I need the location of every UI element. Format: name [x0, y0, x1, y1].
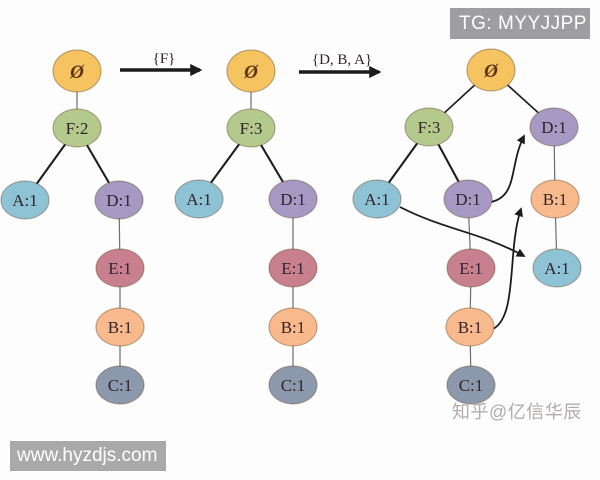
node-b-label: B:1 [281, 318, 306, 337]
node-f [52, 108, 102, 148]
transition-2: {D, B, A} [299, 52, 382, 79]
node-d-label: D:1 [280, 190, 306, 209]
node-b [95, 307, 145, 347]
tree-step3-node-links [399, 134, 526, 330]
website-watermark: www.hyzdjs.com [10, 441, 166, 471]
node-d [94, 180, 144, 220]
node-b-label: B:1 [108, 318, 133, 337]
node-a2 [532, 248, 582, 288]
node-root-label: Ø [69, 62, 85, 83]
node-c [95, 365, 145, 405]
node-root-label: Ø [243, 62, 259, 83]
node-d [443, 179, 493, 219]
node-d [268, 179, 318, 219]
node-f [404, 107, 454, 147]
node-b [268, 307, 318, 347]
node-e [446, 248, 496, 288]
node-f-label: F:2 [66, 119, 89, 138]
node-b2 [530, 179, 580, 219]
node-d2 [529, 107, 579, 147]
node-link-a-to-a2 [399, 206, 526, 257]
node-e [95, 248, 145, 288]
node-c-label: C:1 [459, 376, 484, 395]
tree-step3: Ø F:3 D:1 A:1 D:1 B:1 E:1 A:1 B:1 C:1 [352, 48, 582, 405]
node-b-label: B:1 [458, 318, 483, 337]
node-b [445, 307, 495, 347]
tg-watermark-badge: TG: MYYJJPP [450, 8, 590, 39]
node-root [466, 48, 516, 92]
node-d-label: D:1 [106, 191, 132, 210]
zhihu-watermark: 知乎@亿信华辰 [452, 398, 597, 424]
node-root-label: Ø [483, 61, 499, 82]
transition-1: {F} [120, 51, 203, 77]
zhihu-watermark-text: 知乎@亿信华辰 [452, 402, 582, 422]
node-a [0, 180, 50, 220]
node-link-b-to-b2 [492, 207, 523, 330]
node-a [174, 179, 224, 219]
diagram-content: Ø F:2 A:1 D:1 E:1 B:1 C:1 {F} [0, 48, 582, 405]
node-f-label: F:3 [418, 118, 441, 137]
node-c-label: C:1 [281, 376, 306, 395]
node-root [52, 49, 102, 93]
node-e-label: E:1 [459, 259, 483, 278]
node-f [226, 108, 276, 148]
node-a-label: A:1 [186, 190, 212, 209]
website-watermark-text: www.hyzdjs.com [17, 445, 158, 466]
node-d-label: D:1 [455, 190, 481, 209]
tree-step2: Ø F:3 A:1 D:1 E:1 B:1 C:1 [174, 49, 318, 405]
tree-step1: Ø F:2 A:1 D:1 E:1 B:1 C:1 [0, 49, 145, 405]
node-e-label: E:1 [108, 259, 132, 278]
node-e [268, 248, 318, 288]
tg-watermark-text: TG: MYYJJPP [459, 13, 587, 34]
node-b2-label: B:1 [543, 190, 568, 209]
node-root [226, 49, 276, 93]
node-c [268, 365, 318, 405]
node-e-label: E:1 [281, 259, 305, 278]
node-c-label: C:1 [108, 376, 133, 395]
transition-1-label: {F} [153, 51, 176, 67]
node-a [352, 179, 402, 219]
node-d2-label: D:1 [541, 118, 567, 137]
transition-2-label: {D, B, A} [312, 52, 372, 68]
node-a2-label: A:1 [544, 259, 570, 278]
node-a-label: A:1 [12, 191, 38, 210]
node-link-d-to-d2 [490, 134, 525, 203]
node-a-label: A:1 [364, 190, 390, 209]
node-c [446, 365, 496, 405]
node-f-label: F:3 [240, 119, 263, 138]
